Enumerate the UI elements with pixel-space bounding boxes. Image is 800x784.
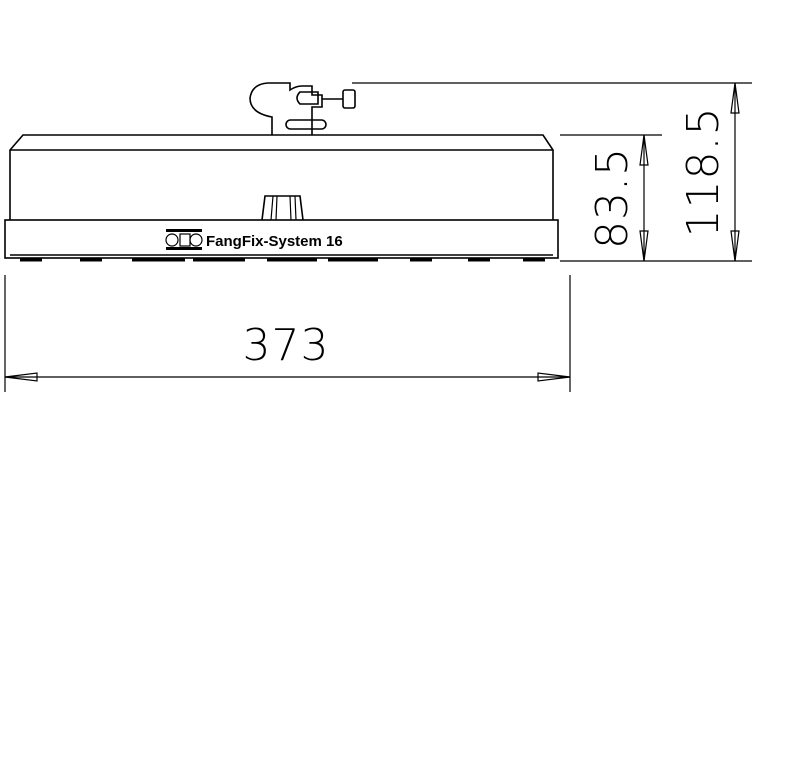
base-height-dimension: 83.5 bbox=[587, 147, 638, 249]
clamp bbox=[249, 82, 356, 135]
dimension-lines bbox=[4, 82, 752, 392]
total-height-dimension: 118.5 bbox=[678, 107, 729, 238]
base-body bbox=[9, 134, 554, 221]
product-label: FangFix-System 16 bbox=[206, 233, 343, 250]
base-plate bbox=[4, 219, 559, 262]
width-dimension: 373 bbox=[243, 320, 330, 371]
obo-logo bbox=[165, 229, 203, 250]
